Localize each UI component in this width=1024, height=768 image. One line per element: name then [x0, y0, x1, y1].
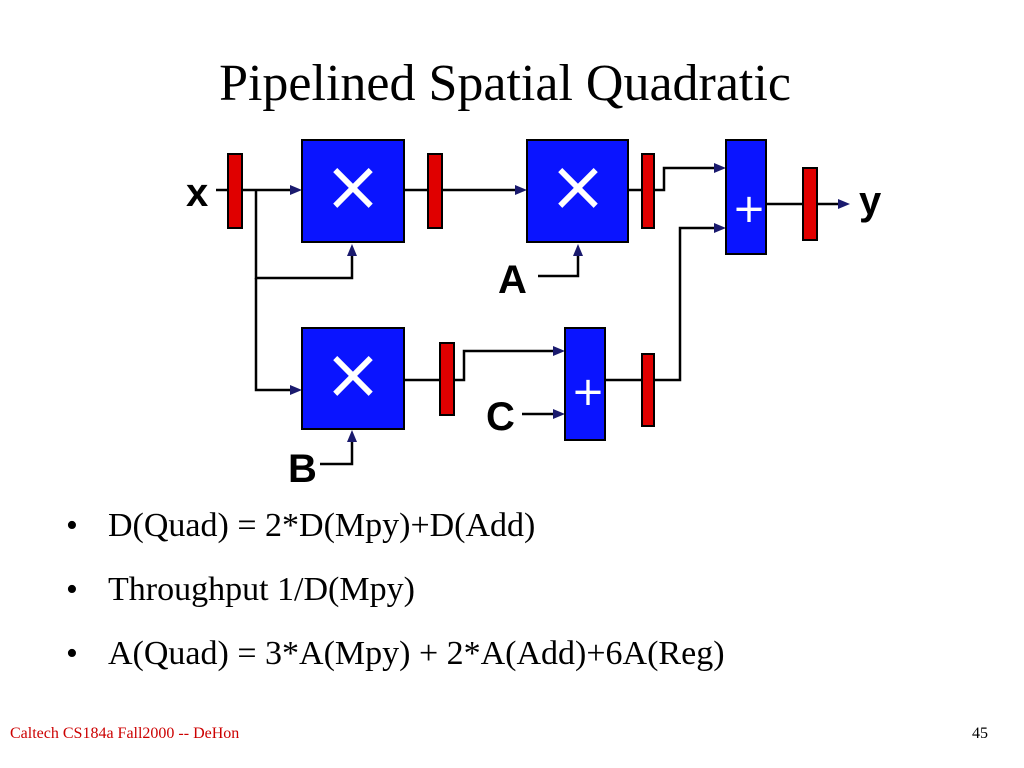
arrowhead — [553, 409, 565, 419]
wires — [216, 166, 844, 466]
multiplier-symbol: × — [324, 145, 383, 227]
multiplier-symbol: × — [549, 145, 608, 227]
arrowhead — [714, 223, 726, 233]
bullet-item: • Throughput 1/D(Mpy) — [66, 570, 725, 634]
input-label-x: x — [186, 171, 208, 215]
arrowhead — [573, 244, 583, 256]
arrowhead — [290, 185, 302, 195]
page-number: 45 — [972, 725, 988, 742]
registers — [227, 153, 818, 427]
footer-course-label: Caltech CS184a Fall2000 -- DeHon — [10, 725, 240, 742]
wire-reg-add2 — [454, 349, 559, 382]
wire-reg-add1 — [654, 166, 720, 192]
adder-symbol: + — [571, 369, 605, 415]
register-output — [802, 167, 818, 241]
bullet-marker: • — [66, 571, 78, 608]
pipeline-diagram: × × × + + x y A B C — [186, 139, 882, 491]
adder-2: + — [564, 327, 606, 441]
register-mul2 — [641, 153, 655, 229]
bullet-text: D(Quad) = 2*D(Mpy)+D(Add) — [108, 507, 536, 544]
adder-1: + — [725, 139, 767, 255]
register-add2 — [641, 353, 655, 427]
coefficient-label-c: C — [486, 395, 515, 439]
slide-title: Pipelined Spatial Quadratic — [219, 55, 791, 112]
multiplier-symbol: × — [324, 333, 383, 415]
bullet-marker: • — [66, 635, 78, 672]
arrowhead — [515, 185, 527, 195]
bullet-text: Throughput 1/D(Mpy) — [108, 571, 415, 608]
coefficient-label-a: A — [498, 258, 527, 302]
multiplier-3: × — [301, 327, 405, 430]
wire-reg-add1b — [654, 226, 720, 382]
register-mul1 — [427, 153, 443, 229]
wire-x-mul3 — [254, 278, 296, 392]
arrowhead — [553, 346, 565, 356]
arrowhead — [347, 244, 357, 256]
bullet-list: • D(Quad) = 2*D(Mpy)+D(Add) • Throughput 1… — [66, 506, 725, 698]
register-x — [227, 153, 243, 229]
multiplier-1: × — [301, 139, 405, 243]
multiplier-2: × — [526, 139, 629, 243]
register-mul3 — [439, 342, 455, 416]
bullet-item: • A(Quad) = 3*A(Mpy) + 2*A(Add)+6A(Reg) — [66, 634, 725, 698]
arrowheads — [290, 163, 850, 442]
arrowhead — [290, 385, 302, 395]
arrowhead — [347, 430, 357, 442]
bullet-item: • D(Quad) = 2*D(Mpy)+D(Add) — [66, 506, 725, 570]
output-label-y: y — [859, 179, 882, 223]
bullet-marker: • — [66, 507, 78, 544]
arrowhead — [838, 199, 850, 209]
bullet-text: A(Quad) = 3*A(Mpy) + 2*A(Add)+6A(Reg) — [108, 635, 725, 672]
coefficient-label-b: B — [288, 447, 317, 491]
wire-b-mul3 — [320, 436, 354, 466]
wire-x-branch — [254, 190, 354, 280]
arrowhead — [714, 163, 726, 173]
adder-symbol: + — [732, 186, 766, 232]
wire-a-mul2 — [538, 250, 580, 278]
